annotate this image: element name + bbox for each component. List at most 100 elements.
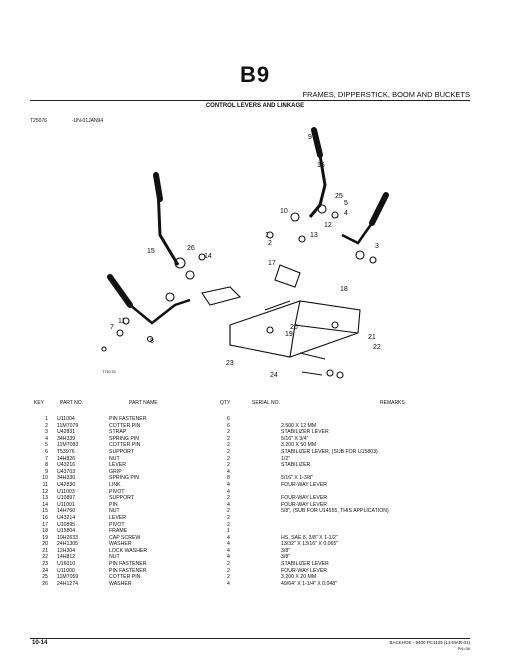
row-4-remarks: 5/16" X 3/4" bbox=[281, 435, 309, 442]
row-5-key: 5 bbox=[45, 442, 48, 449]
row-10-part: 34H330 bbox=[57, 475, 76, 482]
row-25-qty: 2 bbox=[227, 574, 230, 581]
header-rule bbox=[30, 100, 470, 101]
row-3-name: STRAP bbox=[109, 429, 127, 436]
row-26-qty: 4 bbox=[227, 580, 230, 587]
row-4-part: 34H339 bbox=[57, 435, 76, 442]
callout-19: 19 bbox=[285, 331, 293, 338]
row-7-part: 14H826 bbox=[57, 455, 76, 462]
footer-rule bbox=[30, 638, 470, 639]
callout-24: 24 bbox=[270, 372, 278, 379]
row-10-qty: 8 bbox=[227, 475, 230, 482]
row-1-name: PIN FASTENER bbox=[109, 416, 147, 422]
row-8-remarks: STABILIZER bbox=[281, 462, 311, 469]
row-23-name: PIN FASTENER bbox=[109, 561, 147, 568]
row-5-name: COTTER PIN bbox=[109, 442, 141, 449]
row-14-qty: 4 bbox=[227, 501, 230, 508]
row-9-remarks bbox=[281, 469, 389, 476]
row-11-remarks: FOUR-WAY LEVER bbox=[281, 481, 328, 488]
row-21-remarks: 3/8" bbox=[281, 547, 291, 554]
row-25-name: COTTER PIN bbox=[109, 574, 141, 581]
row-22-part: 14H812 bbox=[57, 554, 76, 561]
row-18-name: FRAME bbox=[109, 528, 128, 535]
callout-15: 15 bbox=[147, 248, 155, 255]
row-25-key: 25 bbox=[42, 574, 48, 581]
row-9-part: U43703 bbox=[57, 468, 76, 475]
row-16-part: U43214 bbox=[57, 514, 76, 521]
row-5-remarks: 3.200 X 50 MM bbox=[281, 442, 317, 449]
exploded-parts-diagram: 9 16 5 25 4 13 10 1 2 12 3 15 14 17 26 1… bbox=[101, 127, 389, 379]
row-7-remarks: 1/2" bbox=[281, 455, 291, 462]
row-23-part: U16010 bbox=[57, 561, 76, 568]
row-3-key: 3 bbox=[45, 429, 48, 436]
row-20-qty: 4 bbox=[227, 541, 230, 548]
row-20-name: WASHER bbox=[109, 541, 132, 548]
row-2-part: 11M7079 bbox=[57, 422, 79, 429]
row-19-remarks: HS, SAE 8, 3/8" X 1-1/2" bbox=[281, 534, 338, 541]
callout-13: 13 bbox=[310, 232, 318, 239]
row-2-key: 2 bbox=[45, 422, 48, 429]
callout-4: 4 bbox=[344, 210, 348, 217]
row-20-part: 24H1305 bbox=[57, 541, 79, 548]
row-13-part: U10897 bbox=[57, 495, 76, 502]
row-11-key: 11 bbox=[42, 481, 48, 488]
row-10-name: SPRING PIN bbox=[109, 475, 139, 482]
callout-14: 14 bbox=[204, 253, 212, 260]
row-9-qty: 4 bbox=[227, 468, 230, 475]
sub-title: CONTROL LEVERS AND LINKAGE bbox=[205, 103, 305, 109]
row-5-qty: 2 bbox=[227, 442, 230, 449]
row-11-qty: 4 bbox=[227, 481, 230, 488]
row-2-qty: 6 bbox=[227, 422, 230, 429]
row-10-key: 10 bbox=[42, 475, 48, 482]
row-16-key: 16 bbox=[42, 514, 48, 521]
row-1-key: 1 bbox=[45, 416, 48, 422]
callout-7: 7 bbox=[110, 324, 114, 331]
row-19-part: 19H2633 bbox=[57, 534, 79, 541]
row-23-remarks: STABILIZER LEVER bbox=[281, 561, 329, 568]
row-20-remarks: 13/32" X 13/16" X 0.065" bbox=[281, 541, 339, 548]
row-3-qty: 2 bbox=[227, 429, 230, 436]
row-4-qty: 2 bbox=[227, 435, 230, 442]
callout-8: 8 bbox=[150, 338, 154, 345]
ref-date: -UN-01JAN94 bbox=[72, 118, 104, 124]
row-7-key: 7 bbox=[45, 455, 48, 462]
row-15-part: 14H760 bbox=[57, 508, 76, 515]
row-13-qty: 2 bbox=[227, 495, 230, 502]
row-15-name: NUT bbox=[109, 508, 120, 515]
row-19-name: CAP SCREW bbox=[109, 534, 141, 541]
row-17-part: U10895 bbox=[57, 521, 76, 528]
row-22-qty: 4 bbox=[227, 554, 230, 561]
header-key: KEY bbox=[34, 400, 45, 406]
row-6-remarks: STABILIZER LEVER, (SUB FOR U15803) bbox=[281, 448, 378, 455]
row-2-remarks: 2.500 X 12 MM bbox=[281, 422, 317, 429]
row-23-qty: 2 bbox=[227, 561, 230, 568]
page-number: 10-14 bbox=[32, 640, 48, 646]
callout-6: 6 bbox=[125, 300, 129, 307]
row-6-qty: 2 bbox=[227, 448, 230, 455]
row-14-remarks: FOUR-WAY LEVER bbox=[281, 501, 328, 508]
header-name: PART NAME bbox=[129, 400, 158, 406]
callout-10: 10 bbox=[280, 208, 288, 215]
callout-9: 9 bbox=[308, 134, 312, 141]
header-qty: QTY bbox=[220, 400, 231, 406]
row-19-key: 19 bbox=[42, 534, 48, 541]
callout-5: 5 bbox=[344, 200, 348, 207]
row-26-part: 24H1274 bbox=[57, 580, 79, 587]
row-3-remarks: STABILIZER LEVER bbox=[281, 429, 329, 436]
callout-26: 26 bbox=[187, 245, 195, 252]
row-18-remarks bbox=[281, 528, 389, 535]
row-18-qty: 1 bbox=[227, 528, 230, 535]
row-6-key: 6 bbox=[45, 448, 48, 455]
row-22-remarks: 3/8" bbox=[281, 554, 291, 561]
row-9-key: 9 bbox=[45, 468, 48, 475]
row-12-key: 12 bbox=[42, 488, 48, 495]
section-title: FRAMES, DIPPERSTICK, BOOM AND BUCKETS bbox=[302, 90, 470, 99]
page-code: PN=36 bbox=[457, 646, 470, 651]
row-11-name: LINK bbox=[109, 481, 121, 488]
row-13-key: 13 bbox=[42, 495, 48, 502]
row-13-remarks: FOUR-WAY LEVER bbox=[281, 495, 328, 502]
row-25-part: 11M7059 bbox=[57, 574, 79, 581]
row-17-qty: 2 bbox=[227, 521, 230, 528]
